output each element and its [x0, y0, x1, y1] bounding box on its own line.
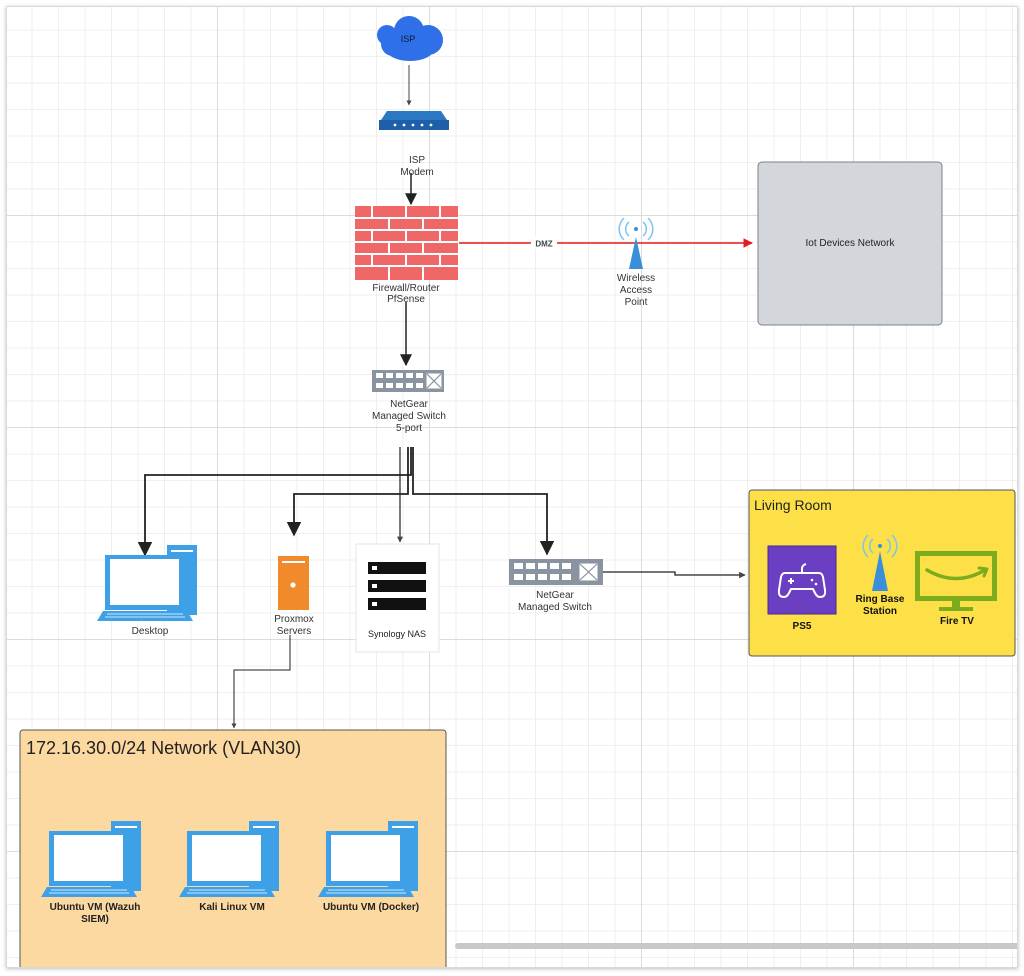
- ring-label-line-1: Ring Base: [856, 594, 905, 605]
- nas-label: Synology NAS: [368, 629, 426, 639]
- dmz-label: DMZ: [535, 240, 552, 249]
- second-switch-label-line-1: NetGear: [536, 590, 574, 601]
- proxmox-label-line-1: Proxmox: [274, 614, 313, 625]
- vm-kali-node[interactable]: Kali Linux VM: [179, 821, 279, 913]
- firewall-label-line-2: PfSense: [387, 294, 425, 305]
- iot-network-node[interactable]: Iot Devices Network: [757, 161, 943, 326]
- desktop-computer-icon: [97, 545, 197, 621]
- vm-kali-label: Kali Linux VM: [199, 902, 265, 913]
- second-switch-node[interactable]: NetGear Managed Switch: [509, 559, 603, 613]
- fire-tv-label: Fire TV: [940, 616, 974, 627]
- vm-wazuh-node[interactable]: Ubuntu VM (Wazuh SIEM): [41, 821, 141, 925]
- edge-proxmox-vlan: [231, 635, 291, 729]
- iot-network-box: [757, 161, 943, 326]
- main-switch-label-line-1: NetGear: [390, 399, 428, 410]
- ring-base-station-node[interactable]: Ring Base Station: [856, 534, 905, 617]
- wap-label-line-1: Wireless: [617, 273, 655, 284]
- antenna-icon: [862, 534, 898, 591]
- modem-label-line-2: Modem: [400, 167, 433, 178]
- modem-label-line-1: ISP: [409, 155, 425, 166]
- isp-modem-node[interactable]: ISP Modem: [379, 111, 449, 178]
- ring-label-line-2: Station: [863, 606, 897, 617]
- desktop-label: Desktop: [132, 626, 169, 637]
- firewall-label-line-1: Firewall/Router: [372, 283, 440, 294]
- synology-nas-node[interactable]: Synology NAS: [355, 543, 440, 653]
- main-switch-node[interactable]: NetGear Managed Switch 5-port: [372, 370, 446, 434]
- second-switch-label-line-2: Managed Switch: [518, 602, 592, 613]
- gamepad-icon: [777, 563, 827, 598]
- desktop-node[interactable]: Desktop: [97, 545, 197, 637]
- isp-cloud-node[interactable]: ISP: [377, 16, 443, 61]
- edge-switch-desktop: [137, 447, 412, 557]
- vm-docker-node[interactable]: Ubuntu VM (Docker): [318, 821, 419, 913]
- edge-switch-switch2: [412, 447, 555, 556]
- fire-tv-node[interactable]: Fire TV: [915, 551, 997, 627]
- desktop-computer-icon: [179, 821, 279, 897]
- edge-switch-proxmox: [286, 447, 409, 537]
- iot-network-label: Iot Devices Network: [806, 238, 896, 249]
- server-tower-icon: [278, 556, 309, 610]
- desktop-computer-icon: [41, 821, 141, 897]
- horizontal-scrollbar[interactable]: [455, 943, 1017, 949]
- proxmox-label-line-2: Servers: [277, 626, 311, 637]
- wap-label-line-3: Point: [625, 297, 648, 308]
- wireless-access-point-node[interactable]: Wireless Access Point: [617, 217, 655, 308]
- vlan30-group[interactable]: 172.16.30.0/24 Network (VLAN30) Ubuntu V…: [19, 729, 447, 968]
- ps5-tile: [767, 545, 837, 615]
- dmz-label-bg: [531, 237, 557, 249]
- living-room-title: Living Room: [754, 497, 832, 513]
- antenna-icon: [618, 217, 654, 269]
- switch-icon: [372, 370, 444, 392]
- ps5-node[interactable]: PS5: [767, 545, 837, 632]
- network-diagram: DMZ ISP ISP Modem: [19, 16, 1016, 968]
- ps5-label: PS5: [793, 621, 812, 632]
- vm-wazuh-label-line-1: Ubuntu VM (Wazuh: [50, 902, 141, 913]
- firewall-icon: [355, 206, 458, 280]
- proxmox-node[interactable]: Proxmox Servers: [274, 556, 314, 637]
- living-room-group[interactable]: Living Room PS5 Ring Base: [748, 489, 1016, 657]
- vlan30-title: 172.16.30.0/24 Network (VLAN30): [26, 738, 301, 758]
- tv-icon: [915, 551, 997, 611]
- diagram-canvas[interactable]: DMZ ISP ISP Modem: [6, 6, 1018, 968]
- main-switch-label-line-3: 5-port: [396, 423, 422, 434]
- connectors: [137, 65, 753, 729]
- desktop-computer-icon: [318, 821, 418, 897]
- nas-rack-icon: [368, 562, 426, 610]
- switch-icon: [509, 559, 603, 585]
- wap-label-line-2: Access: [620, 285, 652, 296]
- vm-wazuh-label-line-2: SIEM): [81, 914, 109, 925]
- main-switch-label-line-2: Managed Switch: [372, 411, 446, 422]
- edge-switch2-livingroom: [603, 571, 746, 579]
- modem-icon: [379, 111, 449, 130]
- cloud-icon: [377, 16, 443, 61]
- isp-label: ISP: [401, 34, 416, 44]
- firewall-node[interactable]: Firewall/Router PfSense: [355, 206, 458, 305]
- vm-docker-label: Ubuntu VM (Docker): [323, 902, 419, 913]
